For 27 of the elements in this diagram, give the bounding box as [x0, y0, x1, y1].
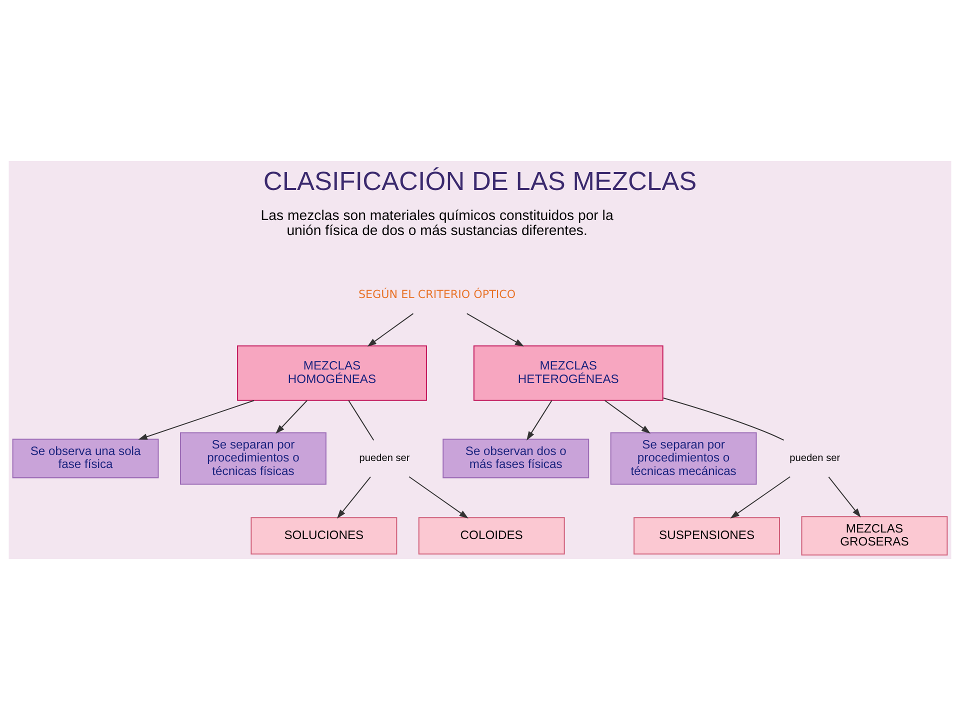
- node-box: Se separan por procedimientos o técnicas físicas: [180, 432, 326, 485]
- arrow: [276, 400, 308, 434]
- arrow: [336, 476, 371, 519]
- arrow: [526, 400, 552, 440]
- arrow: [604, 400, 651, 434]
- node-box: MEZCLAS HOMOGÉNEAS: [237, 345, 427, 401]
- connector: [348, 400, 374, 440]
- arrow: [367, 313, 414, 347]
- node-box: SOLUCIONES: [250, 517, 398, 554]
- arrow: [828, 476, 861, 518]
- node-box: Se separan por procedimientos o técnicas mecánicas: [610, 432, 757, 485]
- node-text: SEGÚN EL CRITERIO ÓPTICO: [358, 288, 516, 302]
- node-box: SUSPENSIONES: [634, 517, 780, 554]
- node-text: pueden ser: [790, 453, 840, 464]
- node-text: pueden ser: [359, 453, 410, 464]
- arrow: [730, 476, 790, 518]
- node-box: MEZCLAS HETEROGÉNEAS: [473, 345, 664, 401]
- arrow: [466, 313, 524, 347]
- connector: [663, 398, 784, 441]
- node-box: Se observa una sola fase física: [12, 438, 159, 478]
- arrow: [408, 476, 468, 518]
- node-box: MEZCLAS GROSERAS: [801, 516, 948, 556]
- label: Las mezclas son materiales químicos constituidos por la unión física de dos o más sustancias diferentes.: [260, 206, 614, 238]
- node-box: COLOIDES: [418, 517, 565, 554]
- arrow: [138, 400, 254, 440]
- diagram-title: CLASIFICACIÓN DE LAS MEZCLAS: [263, 166, 697, 196]
- node-box: Se observan dos o más fases físicas: [442, 438, 590, 478]
